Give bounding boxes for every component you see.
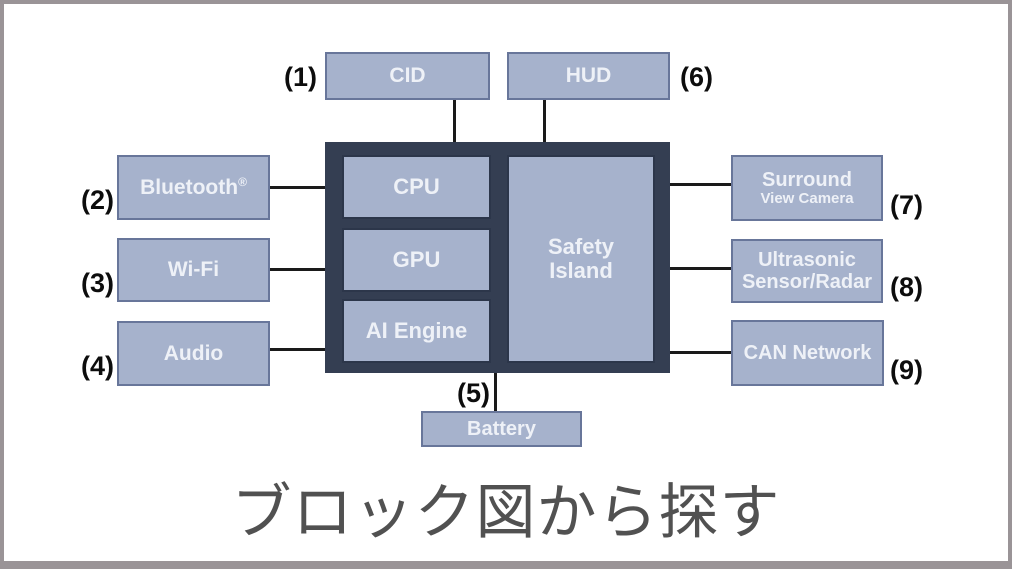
connector-wifi bbox=[270, 268, 325, 271]
connector-can-network bbox=[670, 351, 731, 354]
block-wifi-label: Wi-Fi bbox=[167, 258, 220, 282]
block-safety-island-label-line1: Safety bbox=[547, 233, 615, 259]
block-hud-number: (6) bbox=[680, 62, 713, 92]
block-wifi-number: (3) bbox=[81, 268, 114, 298]
connector-battery bbox=[494, 373, 497, 411]
block-cpu-label: CPU bbox=[393, 173, 440, 199]
block-bluetooth-number: (2) bbox=[81, 185, 114, 215]
block-can-network-label: CAN Network bbox=[743, 342, 872, 364]
block-battery-label: Battery bbox=[467, 418, 536, 440]
connector-ultrasonic-sensor-radar bbox=[670, 267, 731, 270]
block-hud-label: HUD bbox=[565, 64, 612, 88]
block-cid[interactable]: CID bbox=[325, 52, 490, 100]
block-audio-number: (4) bbox=[81, 351, 114, 381]
block-cid-label: CID bbox=[389, 64, 426, 88]
page-title: ブロック図から探す bbox=[231, 479, 781, 546]
block-surround-view-camera-number: (7) bbox=[890, 190, 923, 220]
connector-bluetooth bbox=[270, 186, 325, 189]
soc-block[interactable]: CPU GPU AI Engine Safety Island bbox=[325, 142, 670, 373]
block-ultrasonic-sensor-radar[interactable]: Ultrasonic Sensor/Radar bbox=[731, 239, 883, 303]
block-ultrasonic-sensor-radar-number: (8) bbox=[890, 272, 923, 302]
block-audio-label: Audio bbox=[163, 341, 224, 365]
block-safety-island-label-line2: Island bbox=[549, 258, 613, 283]
block-cpu[interactable]: CPU bbox=[342, 155, 491, 219]
block-bluetooth[interactable]: Bluetooth® bbox=[117, 155, 270, 220]
block-audio[interactable]: Audio bbox=[117, 321, 270, 386]
block-ai-engine-label: AI Engine bbox=[365, 317, 468, 343]
connector-cid bbox=[453, 100, 456, 142]
block-can-network[interactable]: CAN Network bbox=[731, 320, 884, 386]
block-ai-engine[interactable]: AI Engine bbox=[342, 299, 491, 363]
block-surround-view-camera[interactable]: Surround View Camera bbox=[731, 155, 883, 221]
block-bluetooth-label: Bluetooth® bbox=[140, 174, 247, 199]
connector-surround-view-camera bbox=[670, 183, 731, 186]
connector-audio bbox=[270, 348, 325, 351]
block-surround-view-camera-label-line1: Surround bbox=[762, 168, 852, 191]
registered-mark: ® bbox=[238, 174, 247, 189]
block-safety-island[interactable]: Safety Island bbox=[507, 155, 655, 363]
diagram-canvas: (1) CID HUD (6) CPU GPU AI Engine Safety… bbox=[4, 4, 1008, 561]
connector-hud bbox=[543, 100, 546, 142]
block-cid-number: (1) bbox=[284, 62, 317, 92]
block-surround-view-camera-label-line2: View Camera bbox=[760, 189, 854, 207]
block-ultrasonic-sensor-radar-label-line2: Sensor/Radar bbox=[741, 271, 873, 293]
block-wifi[interactable]: Wi-Fi bbox=[117, 238, 270, 302]
block-battery[interactable]: Battery bbox=[421, 411, 582, 447]
block-ultrasonic-sensor-radar-label-line1: Ultrasonic bbox=[758, 249, 856, 271]
block-hud[interactable]: HUD bbox=[507, 52, 670, 100]
block-can-network-number: (9) bbox=[890, 355, 923, 385]
block-battery-number: (5) bbox=[457, 378, 490, 408]
block-gpu[interactable]: GPU bbox=[342, 228, 491, 292]
block-gpu-label: GPU bbox=[392, 246, 441, 272]
